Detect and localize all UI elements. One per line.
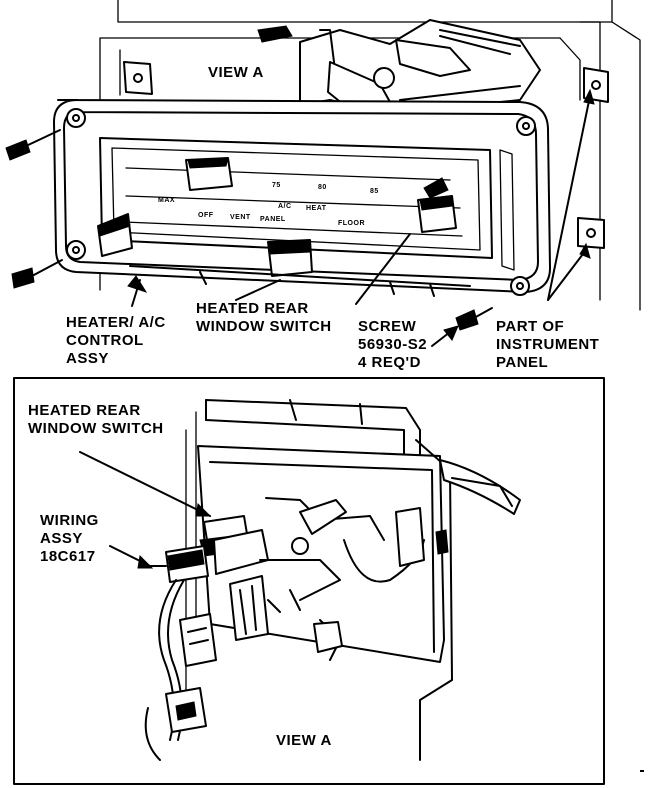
face-label-max: MAX — [158, 197, 176, 204]
heater-ac-control-label: HEATER/ A/C CONTROL ASSY — [66, 314, 166, 368]
wiring-label-line-3: 18C617 — [40, 548, 96, 565]
face-label-heat: HEAT — [306, 205, 327, 212]
screw-label-line-1: SCREW — [358, 318, 417, 335]
panel-label-line-2: INSTRUMENT — [496, 336, 600, 353]
face-label-85: 85 — [370, 188, 379, 195]
switch-label-top-line-2: WINDOW SWITCH — [196, 318, 332, 335]
face-label-panel: PANEL — [260, 216, 286, 223]
face-label-vent: VENT — [230, 214, 251, 221]
panel-label-line-1: PART OF — [496, 318, 565, 335]
wiring-assy-label: WIRING ASSY 18C617 — [40, 512, 99, 566]
switch-label-top-line-1: HEATED REAR — [196, 300, 309, 317]
view-a-title-top: VIEW A — [208, 64, 264, 81]
top-illustration — [5, 0, 641, 347]
face-label-off: OFF — [198, 212, 214, 219]
switch-label-detail-line-2: WINDOW SWITCH — [28, 420, 164, 437]
detail-panel — [13, 377, 605, 785]
view-a-title-bottom: VIEW A — [276, 732, 332, 749]
wiring-label-line-2: ASSY — [40, 530, 83, 547]
heater-ac-control-line-3: ASSY — [66, 350, 109, 367]
instrument-panel-label: PART OF INSTRUMENT PANEL — [496, 318, 599, 372]
face-label-floor: FLOOR — [338, 220, 365, 227]
corner-mark — [640, 770, 644, 772]
screw-icon — [5, 129, 493, 331]
heater-ac-control-line-2: CONTROL — [66, 332, 144, 349]
face-label-ac: A/C — [278, 203, 292, 210]
panel-label-line-3: PANEL — [496, 354, 549, 371]
face-label-75: 75 — [272, 182, 281, 189]
screw-label-line-3: 4 REQ'D — [358, 354, 421, 371]
switch-label-detail-line-1: HEATED REAR — [28, 402, 141, 419]
face-label-80: 80 — [318, 184, 327, 191]
wiring-label-line-1: WIRING — [40, 512, 99, 529]
screw-label-line-2: 56930-S2 — [358, 336, 428, 353]
heater-ac-control-line-1: HEATER/ A/C — [66, 314, 166, 331]
heated-rear-window-switch-label-top: HEATED REAR WINDOW SWITCH — [196, 300, 332, 336]
screw-label: SCREW 56930-S2 4 REQ'D — [358, 318, 427, 372]
heated-rear-window-switch-label-detail: HEATED REAR WINDOW SWITCH — [28, 402, 164, 438]
